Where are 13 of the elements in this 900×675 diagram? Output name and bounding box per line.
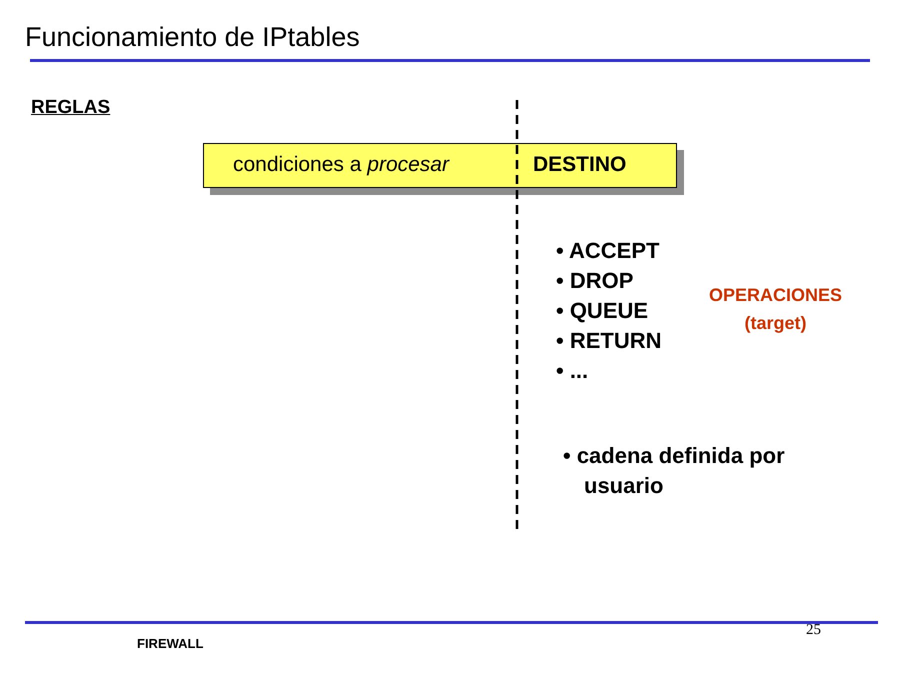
footer-text: FIREWALL <box>137 636 204 651</box>
list-item: • RETURN <box>556 328 662 354</box>
list-item: • QUEUE <box>556 298 648 324</box>
target-text: DESTINO <box>533 153 626 177</box>
conditions-text: condiciones a procesar <box>233 153 449 177</box>
list-item: • cadena definida por usuario <box>563 442 786 500</box>
slide-title: Funcionamiento de IPtables <box>25 22 360 53</box>
operations-note: OPERACIONES (target) <box>708 284 844 335</box>
list-item: • ... <box>556 358 588 384</box>
page-number: 25 <box>806 622 821 639</box>
list-item: • ACCEPT <box>556 238 660 264</box>
list-item: • DROP <box>556 268 634 294</box>
section-heading: REGLAS <box>31 97 110 119</box>
